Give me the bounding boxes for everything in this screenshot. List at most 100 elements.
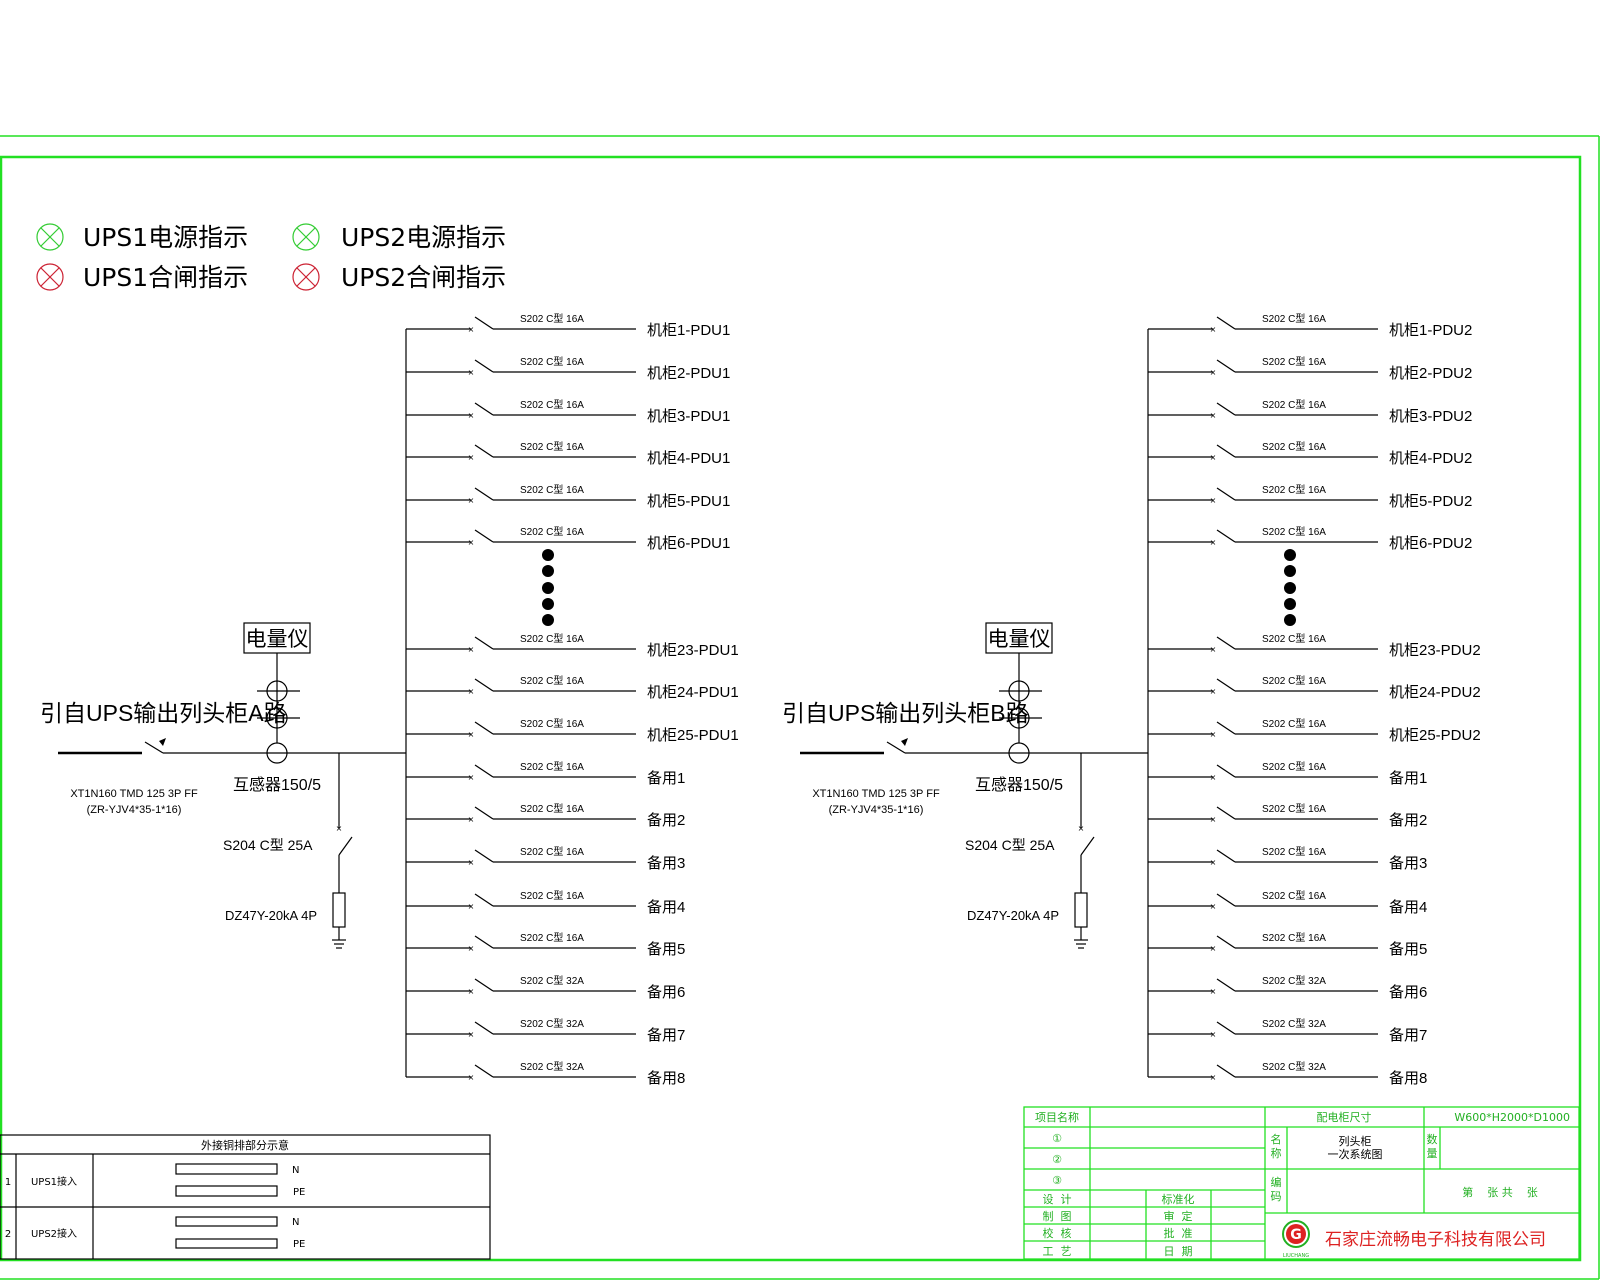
legend-label: UPS1合闸指示 — [83, 263, 248, 292]
branch-breaker-label: S202 C型 16A — [520, 802, 584, 815]
cable-spec: (ZR-YJV4*35-1*16) — [829, 804, 924, 816]
spd-label: DZ47Y-20kA 4P — [225, 908, 317, 923]
breaker-switch-icon — [474, 636, 494, 650]
breaker-switch-icon — [1216, 1021, 1236, 1035]
breaker-trip-mark: × — [468, 1030, 475, 1039]
branch-breaker-label: S202 C型 32A — [520, 974, 584, 987]
breaker-switch-icon — [474, 529, 494, 543]
breaker-switch-icon — [474, 444, 494, 458]
spd-breaker-label: S204 C型 25A — [223, 837, 313, 853]
legend-label: UPS2电源指示 — [341, 223, 506, 252]
continuation-dot — [542, 549, 554, 561]
breaker-switch-icon — [474, 1064, 494, 1078]
role-label: 制 图 — [1043, 1210, 1072, 1223]
breaker-switch-icon — [474, 764, 494, 778]
breaker-trip-mark: × — [1210, 496, 1217, 505]
surge-protector-icon — [1074, 892, 1088, 928]
breaker-trip-mark: × — [468, 1073, 475, 1082]
breaker-trip-mark: × — [1210, 815, 1217, 824]
branch-breaker-label: S202 C型 16A — [520, 845, 584, 858]
breaker-switch-icon — [1216, 402, 1236, 416]
branch-load-label: 备用6 — [647, 984, 685, 1001]
svg-text:×: × — [1078, 824, 1085, 833]
ground-icon — [1074, 927, 1088, 949]
quantity-label: 量 — [1427, 1147, 1438, 1160]
item-label: ② — [1052, 1153, 1062, 1166]
branch-breaker-label: S202 C型 32A — [520, 1017, 584, 1030]
breaker-trip-mark: × — [468, 815, 475, 824]
breaker-trip-mark: × — [468, 944, 475, 953]
branch-breaker-label: S202 C型 16A — [1262, 802, 1326, 815]
branch-load-label: 机柜2-PDU1 — [647, 365, 730, 382]
legend-item: UPS1合闸指示 — [36, 263, 248, 292]
source-label: 引自UPS输出列头柜A路 — [40, 700, 287, 726]
breaker-switch-icon — [474, 721, 494, 735]
title-block: 项目名称 ① ② ③ 设 计 制 图 校 核 工 艺 标准化 审 定 批 准 日… — [1023, 1106, 1580, 1260]
branch-load-label: 备用1 — [647, 770, 685, 787]
indicator-lamp-icon — [292, 223, 320, 251]
breaker-trip-mark: × — [468, 773, 475, 782]
continuation-dot — [1284, 549, 1296, 561]
branch-load-label: 机柜6-PDU1 — [647, 535, 730, 552]
breaker-switch-icon — [474, 806, 494, 820]
legend-item: UPS2电源指示 — [292, 223, 506, 252]
source-label: 引自UPS输出列头柜B路 — [782, 700, 1029, 726]
breaker-switch-icon — [1216, 893, 1236, 907]
branch-breaker-label: S202 C型 16A — [520, 355, 584, 368]
code-label: 编 — [1271, 1175, 1282, 1189]
breaker-trip-mark: × — [468, 858, 475, 867]
continuation-dot — [542, 565, 554, 577]
breaker-switch-icon — [474, 678, 494, 692]
breaker-switch-icon — [474, 978, 494, 992]
current-transformer-icon — [257, 680, 300, 702]
busbar-table: 外接铜排部分示意 1 UPS1接入 N PE 2 UPS2接入 N PE — [0, 1134, 491, 1260]
energy-meter-label: 电量仪 — [988, 627, 1051, 651]
busbar-pe — [175, 1238, 278, 1249]
branch-load-label: 备用3 — [1389, 855, 1427, 872]
branch-load-label: 机柜5-PDU1 — [647, 493, 730, 510]
project-name-label: 项目名称 — [1035, 1110, 1079, 1124]
branch-load-label: 机柜5-PDU2 — [1389, 493, 1472, 510]
main-breaker-icon — [886, 738, 908, 754]
branch-load-label: 备用7 — [647, 1027, 685, 1044]
main-breaker-model: XT1N160 TMD 125 3P FF — [70, 788, 198, 800]
energy-meter: 电量仪 — [985, 622, 1053, 654]
breaker-switch-icon — [474, 487, 494, 501]
branch-breaker-label: S202 C型 16A — [1262, 717, 1326, 730]
ground-icon — [332, 927, 346, 949]
spd-label: DZ47Y-20kA 4P — [967, 908, 1059, 923]
branch-load-label: 机柜24-PDU2 — [1389, 684, 1481, 701]
branch-breaker-label: S202 C型 16A — [1262, 525, 1326, 538]
branch-load-label: 备用5 — [647, 941, 685, 958]
breaker-switch-icon — [1216, 316, 1236, 330]
current-transformer-icon — [999, 680, 1042, 702]
branch-breaker-label: S202 C型 16A — [1262, 674, 1326, 687]
breaker-trip-mark: × — [468, 411, 475, 420]
breaker-switch-icon — [474, 316, 494, 330]
branch-breaker-label: S202 C型 16A — [1262, 312, 1326, 325]
drawing-name: 一次系统图 — [1328, 1147, 1383, 1161]
breaker-trip-mark: × — [1210, 325, 1217, 334]
breaker-trip-mark: × — [1210, 902, 1217, 911]
row-number: 2 — [5, 1229, 11, 1240]
branch-breaker-label: S202 C型 16A — [520, 483, 584, 496]
main-breaker-icon — [144, 738, 166, 754]
branch-breaker-label: S202 C型 16A — [520, 889, 584, 902]
breaker-trip-mark: × — [468, 453, 475, 462]
